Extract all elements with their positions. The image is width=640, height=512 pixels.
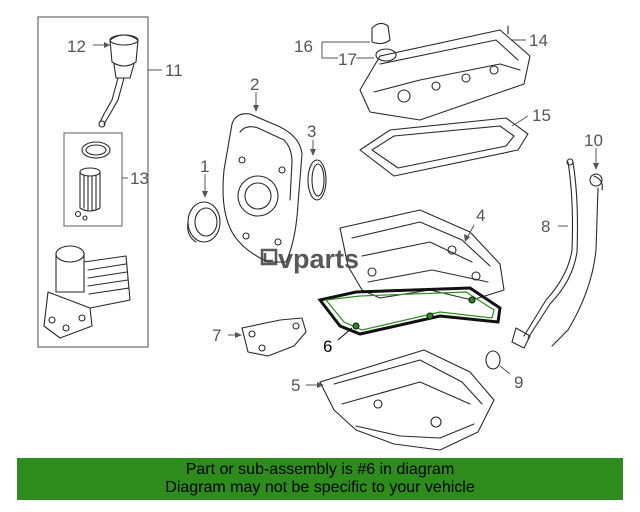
timing-cover <box>222 113 303 263</box>
callout-13: 13 <box>130 169 149 188</box>
dipstick <box>551 173 603 347</box>
oil-filter-cap <box>98 34 139 128</box>
lower-oil-pan <box>319 349 495 451</box>
callout-6: 6 <box>323 337 332 356</box>
banner-line-2: Diagram may not be specific to your vehi… <box>165 479 475 496</box>
callout-1: 1 <box>200 157 209 176</box>
banner-line-1: Part or sub-assembly is #6 in diagram <box>185 461 455 478</box>
callout-7: 7 <box>212 326 221 345</box>
oil-pan-gasket <box>317 286 502 336</box>
callout-4: 4 <box>476 206 485 225</box>
oil-filler-cap <box>371 22 391 45</box>
callout-16: 16 <box>294 37 313 56</box>
callout-17: 17 <box>338 50 357 69</box>
oil-filter-element <box>74 141 111 221</box>
callout-8: 8 <box>541 217 550 236</box>
oil-filter-housing <box>43 245 131 339</box>
logo-text: vparts <box>278 244 359 274</box>
callout-15: 15 <box>532 106 551 125</box>
valve-cover <box>359 25 531 121</box>
filter-element-box <box>63 132 123 227</box>
filler-cap-seal <box>375 48 397 62</box>
o-ring <box>485 350 501 370</box>
callout-14: 14 <box>529 31 548 50</box>
vparts-logo: vparts <box>260 244 359 274</box>
crankshaft-seal <box>187 201 221 243</box>
callout-5: 5 <box>291 376 300 395</box>
callout-12: 12 <box>67 37 86 56</box>
callout-2: 2 <box>250 75 259 94</box>
bracket <box>241 317 307 357</box>
upper-oil-pan <box>339 209 505 301</box>
callout-10: 10 <box>584 131 603 150</box>
valve-cover-gasket <box>359 117 529 177</box>
info-banner: Part or sub-assembly is #6 in diagram Di… <box>17 458 623 500</box>
cover-gasket <box>307 159 327 201</box>
callout-3: 3 <box>307 122 316 141</box>
callout-11: 11 <box>165 61 183 80</box>
filter-group-box <box>37 16 149 348</box>
dipstick-tube <box>511 158 579 349</box>
callout-9: 9 <box>514 373 523 392</box>
